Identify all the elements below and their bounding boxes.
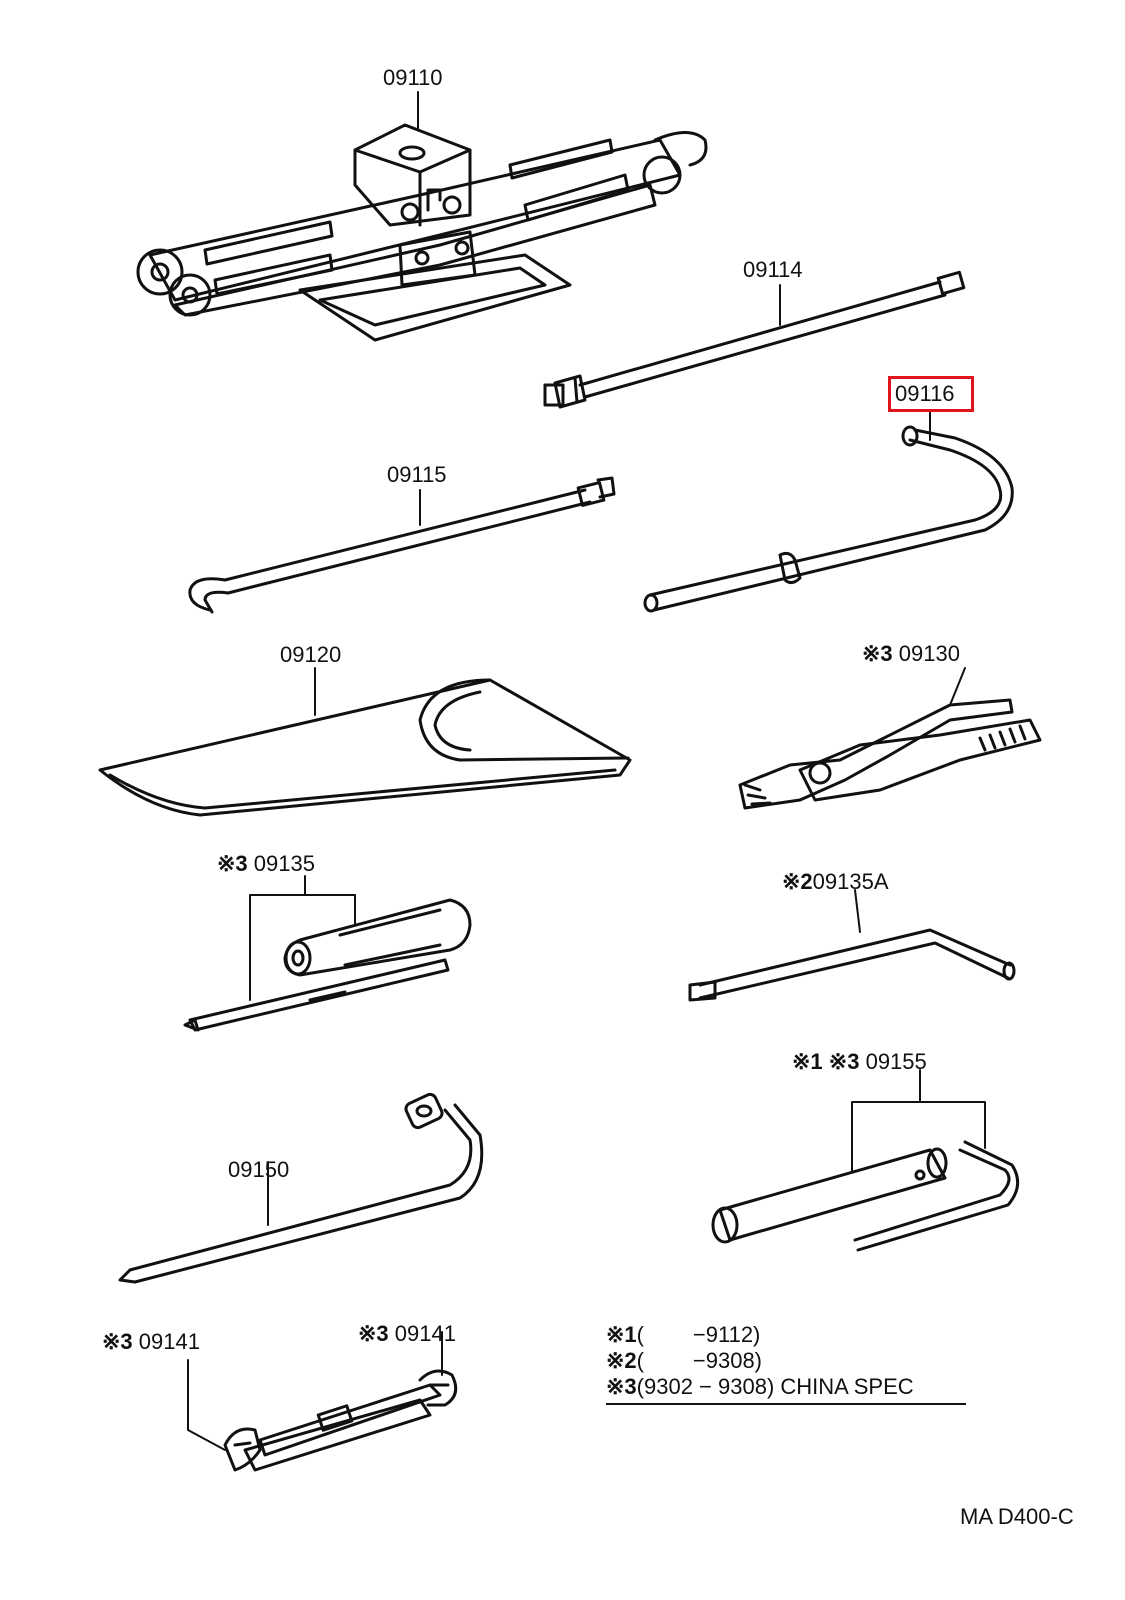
- diagram-code: MA D400-C: [960, 1504, 1074, 1529]
- part-label-jack-handle: 09115: [387, 462, 447, 487]
- note-mark: ※3: [217, 851, 248, 876]
- extension-bar-drawing: [543, 270, 966, 409]
- part-label-open-end-wrench-left: ※3 09141: [102, 1329, 200, 1354]
- highlight-box: [888, 376, 974, 412]
- part-label-wheel-nut-wrench[interactable]: 09116: [895, 381, 955, 406]
- note-mark: ※1 ※3: [792, 1049, 860, 1074]
- note-mark: ※3: [862, 641, 893, 666]
- open-end-wrenches-drawing: [223, 1369, 458, 1472]
- legend-row: ※2( −9308): [606, 1348, 763, 1373]
- pry-bar-drawing: [688, 928, 1016, 1002]
- note-mark: ※3: [358, 1321, 389, 1346]
- part-label-pry-bar: ※209135A: [782, 869, 889, 894]
- part-label-screwdriver: ※3 09135: [217, 851, 315, 876]
- part-label-jack: 09110: [383, 65, 443, 90]
- wheel-nut-wrench-drawing: [643, 425, 1014, 613]
- legend-row: ※1( −9112): [606, 1322, 761, 1347]
- tool-bag-drawing: [98, 678, 632, 817]
- legend-row: ※3(9302 − 9308) CHINA SPEC: [606, 1374, 914, 1399]
- part-label-extension-bar: 09114: [743, 257, 803, 282]
- part-label-open-end-wrench-right: ※3 09141: [358, 1321, 456, 1346]
- legend-underline: [606, 1403, 966, 1405]
- spark-plug-wrench-drawing: [711, 1140, 1020, 1252]
- note-mark: ※2: [782, 869, 813, 894]
- jack-handle-drawing: [188, 476, 616, 614]
- footnote-legend: ※1( −9112) ※2( −9308) ※3(9302 − 9308) CH…: [606, 1322, 966, 1405]
- lug-wrench-drawing: [118, 1092, 484, 1284]
- part-label-tool-bag: 09120: [280, 642, 342, 667]
- part-label-spark-plug-wrench: ※1 ※3 09155: [792, 1049, 927, 1074]
- scissor-jack-drawing: [136, 123, 708, 342]
- pliers-drawing: [738, 698, 1042, 810]
- note-mark: ※3: [102, 1329, 133, 1354]
- screwdriver-drawing: [183, 898, 472, 1032]
- leader-lines: [187, 91, 986, 1451]
- part-label-lug-wrench: 09150: [228, 1157, 290, 1182]
- part-label-pliers: ※3 09130: [862, 641, 960, 666]
